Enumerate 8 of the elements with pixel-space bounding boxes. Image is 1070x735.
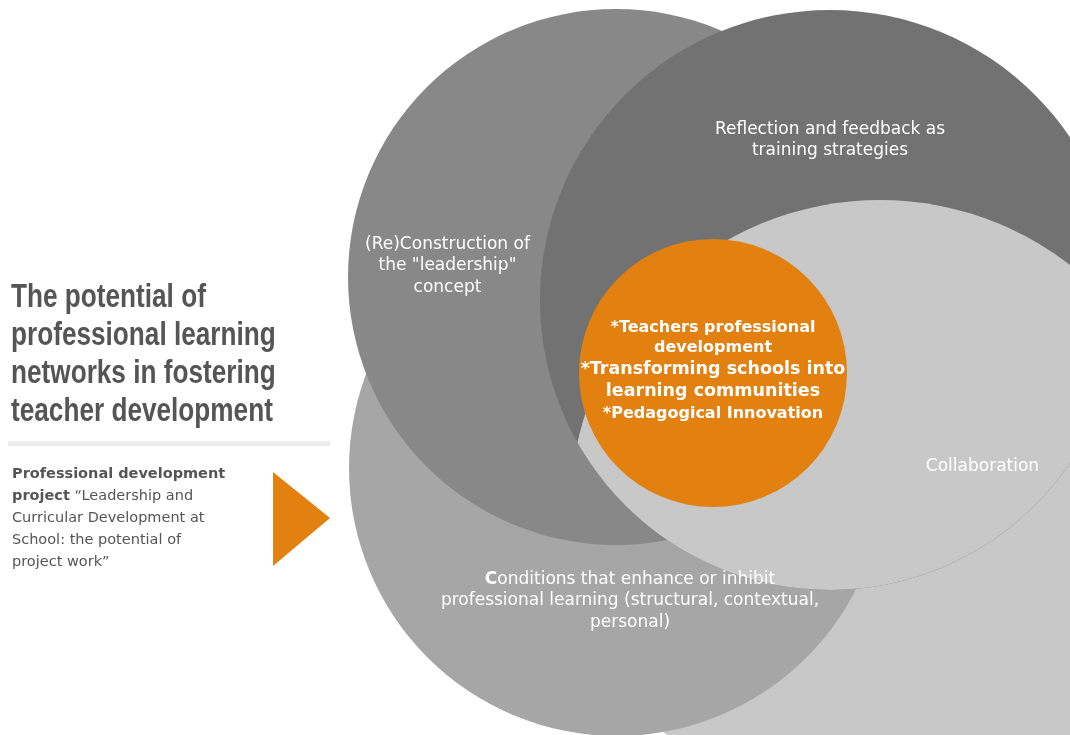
focus-text: *Pedagogical Innovation (602, 402, 824, 423)
focus-text: *Transforming schools into learning communities (579, 358, 847, 402)
circle-label: Reflection and feedback as training strategies (680, 118, 980, 161)
title: The potential of professional learning networks in fostering teacher development (11, 276, 277, 428)
circle-label: Conditions that enhance or inhibit professional learning (structural, contextual, personal) (440, 568, 820, 632)
focus-text: *Teachers professional development (609, 317, 817, 357)
project-description: Professional development project “Leadership and Curricular Development at School: the potential of project work” (12, 464, 227, 571)
circle-label: (Re)Construction of the "leadership" concept (350, 233, 545, 297)
